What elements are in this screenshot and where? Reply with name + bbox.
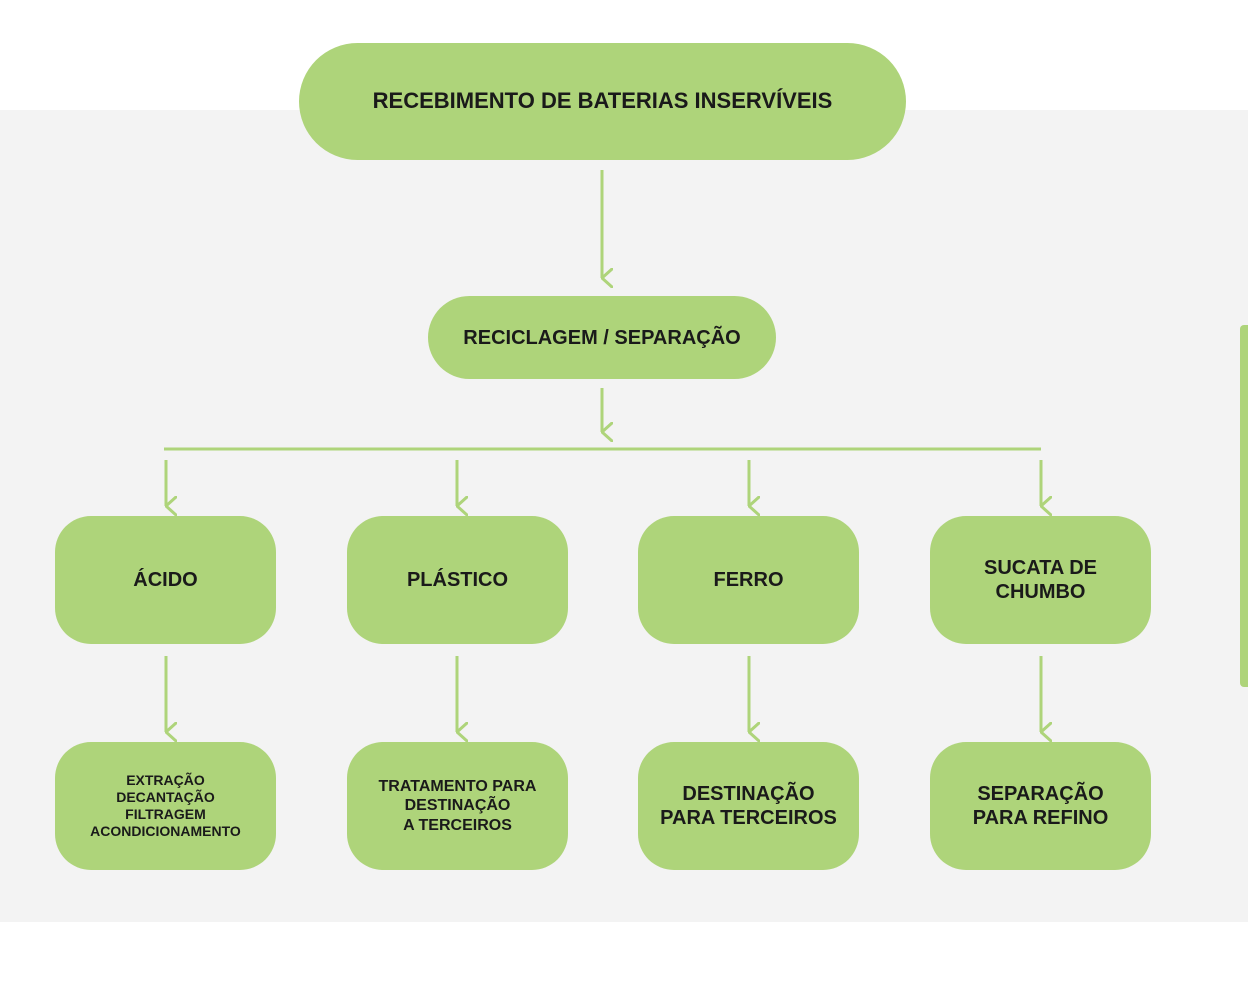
node-result-ferro: DESTINAÇÃO PARA TERCEIROS bbox=[638, 742, 859, 870]
node-step-label: RECICLAGEM / SEPARAÇÃO bbox=[463, 326, 741, 349]
category-label: ÁCIDO bbox=[133, 569, 198, 591]
node-result-sucata: SEPARAÇÃO PARA REFINO bbox=[930, 742, 1151, 870]
category-label: FERRO bbox=[713, 569, 784, 591]
category-label: SUCATA DE CHUMBO bbox=[984, 557, 1097, 603]
node-root: RECEBIMENTO DE BATERIAS INSERVÍVEIS bbox=[299, 43, 906, 160]
node-category-sucata: SUCATA DE CHUMBO bbox=[930, 516, 1151, 644]
result-label: DESTINAÇÃO PARA TERCEIROS bbox=[660, 783, 837, 829]
result-label: SEPARAÇÃO PARA REFINO bbox=[972, 783, 1109, 829]
result-label: EXTRAÇÃO DECANTAÇÃO FILTRAGEM ACONDICION… bbox=[90, 772, 241, 839]
result-label: TRATAMENTO PARA DESTINAÇÃO A TERCEIROS bbox=[378, 778, 537, 834]
node-result-acido: EXTRAÇÃO DECANTAÇÃO FILTRAGEM ACONDICION… bbox=[55, 742, 276, 870]
node-root-label: RECEBIMENTO DE BATERIAS INSERVÍVEIS bbox=[372, 88, 833, 114]
node-category-ferro: FERRO bbox=[638, 516, 859, 644]
node-category-plastico: PLÁSTICO bbox=[347, 516, 568, 644]
side-accent-bar bbox=[1240, 325, 1248, 687]
node-category-acido: ÁCIDO bbox=[55, 516, 276, 644]
node-result-plastico: TRATAMENTO PARA DESTINAÇÃO A TERCEIROS bbox=[347, 742, 568, 870]
category-label: PLÁSTICO bbox=[406, 569, 509, 591]
node-step: RECICLAGEM / SEPARAÇÃO bbox=[428, 296, 776, 379]
